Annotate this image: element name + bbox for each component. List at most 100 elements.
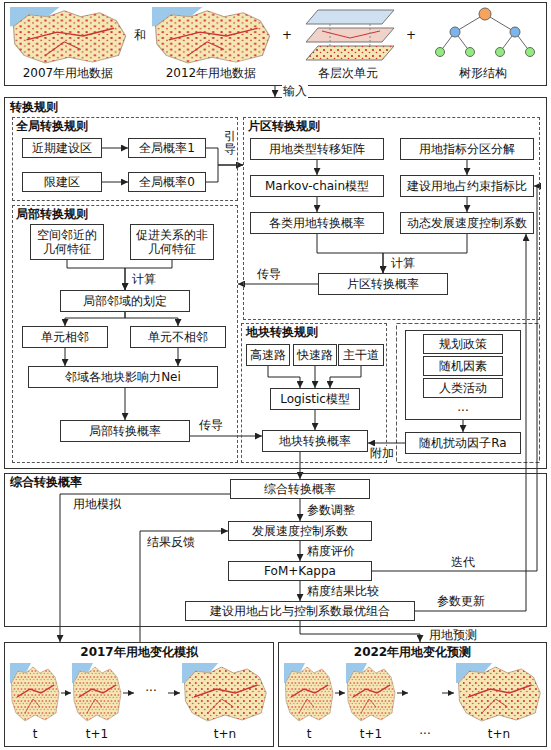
process-box: 地块转换概率 (262, 430, 368, 452)
connector (383, 234, 467, 273)
edge-label: 参数调整 (306, 503, 356, 517)
node-text: ··· (136, 684, 166, 698)
node-text: 各层次单元 (299, 66, 397, 80)
node-text: t+n (205, 727, 245, 741)
process-box: 随机扰动因子Ra (405, 432, 521, 454)
connector (317, 160, 318, 175)
process-box: 局部邻域的划定 (60, 290, 190, 312)
connector (125, 388, 126, 420)
edge-label: 精度评价 (306, 544, 356, 558)
connector (300, 541, 301, 561)
connector (65, 312, 125, 326)
image-caption: 树形结构 (425, 6, 543, 84)
node-text: 2012年用地数据 (149, 66, 273, 80)
process-box: 建设用地占比与控制系数最优组合 (185, 601, 415, 621)
image-caption: 2012年用地数据 (150, 6, 274, 84)
node-text: 促进关系的非几何特征 (134, 228, 210, 257)
node-text: 人类活动 (439, 381, 487, 395)
node-text: 随机因素 (439, 359, 487, 373)
process-box: 单元相邻 (22, 326, 108, 348)
node-text: FoM+Kappa (264, 564, 336, 578)
connector (102, 148, 128, 149)
group-box: 2022年用地变化预测tt+1···t+n (278, 642, 547, 747)
node-text: + (403, 28, 419, 42)
node-text: t+1 (79, 727, 115, 741)
process-box: 全局概率1 (128, 138, 206, 158)
process-box: 综合转换概率 (230, 479, 370, 499)
edge-label: 传导 (198, 418, 224, 432)
node-text: 地块转换概率 (279, 434, 351, 448)
process-box: 邻域各地块影响力Nei (28, 366, 218, 388)
node-text: 主干道 (343, 348, 379, 362)
image-caption: 2007年用地数据 (8, 6, 130, 84)
connector (315, 410, 316, 430)
connector (140, 531, 228, 642)
process-box: 限建区 (22, 172, 102, 192)
process-box: 快速路 (293, 344, 337, 366)
process-box: 高速路 (246, 344, 290, 366)
node-text: 随机扰动因子Ra (419, 436, 506, 450)
process-box: 规划政策 (423, 334, 503, 354)
edge-label: 结果反馈 (146, 535, 196, 549)
node-text: 发展速度控制系数 (252, 524, 348, 538)
node-text: 和 (132, 28, 148, 42)
connector (372, 186, 537, 571)
connector (463, 420, 464, 432)
node-text: 快速路 (297, 348, 333, 362)
node-text: 建设用地占比与控制系数最优组合 (210, 604, 390, 618)
node-text: 树形结构 (424, 66, 542, 80)
node-text: 规划政策 (439, 337, 487, 351)
node-text: 全局转换规则 (16, 119, 166, 133)
connector (178, 348, 179, 366)
image-caption: 各层次单元 (300, 6, 398, 84)
process-box: 空间邻近的几何特征 (30, 224, 104, 260)
node-text: 局部转换规则 (16, 207, 166, 221)
node-text: 2022年用地变化预测 (278, 645, 547, 659)
node-text: 空间邻近的几何特征 (34, 228, 100, 257)
node-text: 近期建设区 (32, 141, 92, 155)
node-text: ... (405, 400, 521, 414)
process-box: Logistic模型 (270, 388, 360, 410)
connector (300, 621, 420, 642)
process-box: 单元不相邻 (130, 326, 226, 348)
node-text: 用地指标分区分解 (419, 142, 515, 156)
node-text: 综合转换概率 (264, 482, 336, 496)
process-box: 发展速度控制系数 (228, 521, 372, 541)
node-text: t+n (479, 727, 519, 741)
edge-label: 附加 (369, 446, 395, 460)
connector (467, 160, 468, 175)
connector (238, 284, 318, 285)
group-box: 和++2007年用地数据2012年用地数据各层次单元树形结构 (4, 2, 547, 86)
connector (190, 436, 262, 437)
node-text: 用地类型转移矩阵 (269, 142, 365, 156)
node-text: 综合转换概率 (10, 475, 160, 489)
process-box: 人类活动 (423, 378, 503, 398)
node-text: t (20, 727, 50, 741)
connector (317, 197, 318, 212)
process-box: 各类用地转换概率 (250, 212, 384, 234)
connector (300, 581, 301, 601)
process-box: 建设用地占约束指标比 (400, 175, 534, 197)
process-box: 局部转换概率 (60, 420, 190, 442)
edge-label: 参数更新 (436, 594, 486, 608)
node-text: t+1 (353, 727, 389, 741)
node-text: Logistic模型 (280, 392, 350, 406)
process-box: 近期建设区 (22, 138, 102, 158)
node-text: ··· (410, 727, 440, 741)
process-box: 用地指标分区分解 (400, 138, 534, 160)
connector (315, 366, 316, 388)
edge-label: 引导 (223, 130, 237, 156)
connector (317, 234, 383, 273)
connector (300, 499, 301, 521)
process-box: 用地类型转移矩阵 (250, 138, 384, 160)
process-box: 全局概率0 (128, 172, 206, 192)
map-2012 (152, 7, 270, 63)
connector (275, 86, 276, 97)
connector (67, 260, 125, 290)
process-box: Markov-chain模型 (250, 175, 384, 197)
node-text: 单元不相邻 (148, 330, 208, 344)
connector (467, 197, 468, 212)
node-text: 2007年用地数据 (7, 66, 129, 80)
connector (125, 312, 178, 326)
node-text: 局部邻域的划定 (83, 294, 167, 308)
